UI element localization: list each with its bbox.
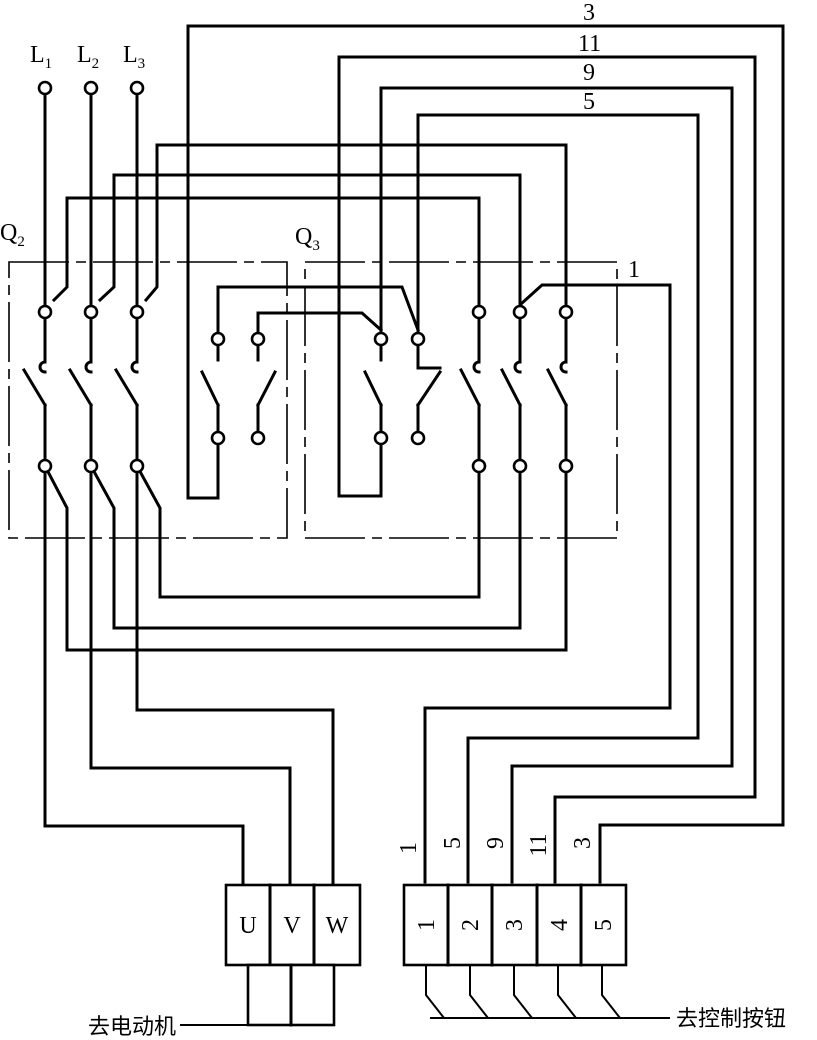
q2-frame <box>8 261 288 539</box>
control-wire-label-1: 1 <box>396 842 422 854</box>
terminal <box>129 304 145 320</box>
terminal-l2 <box>83 80 99 96</box>
aux-link-b <box>256 311 384 341</box>
label-l1: L1 <box>30 42 52 72</box>
wire-5 <box>416 113 700 884</box>
control-caption: 去控制按钮 <box>676 1007 786 1032</box>
motor-terminal-w: W <box>326 913 349 939</box>
blade-q3-2 <box>499 367 523 408</box>
control-terminal-block <box>402 883 670 1019</box>
arc-q3-2 <box>513 360 522 374</box>
motor-terminal-block <box>180 883 362 1027</box>
label-l3: L3 <box>123 42 145 72</box>
arc-q3-1 <box>472 360 481 374</box>
label-q2: Q2 <box>0 220 25 250</box>
terminal <box>410 331 426 347</box>
wire-9 <box>379 86 734 884</box>
motor-terminal-v: V <box>283 913 301 939</box>
terminal <box>471 304 487 320</box>
q3-aux-2-top <box>416 337 442 370</box>
arc-q3-3 <box>559 360 568 374</box>
wire-number-9: 9 <box>583 60 595 86</box>
terminal <box>558 458 574 474</box>
control-wire-label-3: 3 <box>570 837 596 849</box>
terminal <box>373 430 389 446</box>
label-q3: Q3 <box>295 224 320 254</box>
control-lead <box>513 965 533 1019</box>
terminal <box>210 430 226 446</box>
branch-l1 <box>51 196 481 314</box>
q2-out-1 <box>42 463 568 652</box>
motor-feed-v <box>89 464 292 887</box>
aux-link-a <box>216 285 420 341</box>
q2-out-3 <box>134 463 481 599</box>
terminal <box>410 430 426 446</box>
terminal-l1 <box>37 80 53 96</box>
control-terminal-5: 5 <box>591 919 617 931</box>
wire-number-1: 1 <box>628 257 640 283</box>
control-wire-label-9: 9 <box>483 837 509 849</box>
blade-q2-2 <box>67 367 94 408</box>
control-terminal-2: 2 <box>458 919 484 931</box>
terminal <box>129 458 145 474</box>
terminal <box>471 458 487 474</box>
motor-caption: 去电动机 <box>88 1015 176 1040</box>
q3-frame <box>304 261 618 539</box>
terminal <box>512 458 528 474</box>
blade-q2-1 <box>21 367 48 408</box>
branch-l3 <box>143 143 568 314</box>
motor-terminal-u: U <box>239 913 256 939</box>
control-lead <box>469 965 489 1019</box>
wire-3-route <box>186 24 785 884</box>
blade-q2-3 <box>113 367 140 408</box>
motor-feed-w <box>135 464 335 887</box>
blade-q2-aux-1 <box>199 369 221 408</box>
control-wire-label-5: 5 <box>440 837 466 849</box>
control-lead <box>425 965 445 1019</box>
arc-q2-2 <box>84 360 93 374</box>
wire-3 <box>186 436 220 500</box>
terminal <box>250 430 266 446</box>
terminal <box>37 458 53 474</box>
arc-q2-1 <box>38 360 47 374</box>
terminal-l3 <box>129 80 145 96</box>
blade-q3-aux-1 <box>362 369 384 408</box>
blade-q3-3 <box>545 367 569 408</box>
label-l2: L2 <box>77 42 99 72</box>
q2-out-2 <box>88 463 522 630</box>
control-lead <box>557 965 577 1019</box>
wire-number-11: 11 <box>578 31 601 57</box>
motor-block-frame <box>224 883 362 967</box>
control-terminal-1: 1 <box>414 919 440 931</box>
blade-q3-1 <box>458 367 482 408</box>
wire-1 <box>423 283 672 884</box>
terminal <box>210 331 226 347</box>
branch-l2 <box>97 173 522 314</box>
wiring <box>21 24 785 887</box>
control-wire-label-11: 11 <box>526 833 552 856</box>
terminal <box>558 304 574 320</box>
wire-number-5: 5 <box>583 89 595 115</box>
terminal <box>512 304 528 320</box>
wire-number-3: 3 <box>583 0 595 26</box>
wire-11-route <box>337 55 757 884</box>
terminal <box>83 304 99 320</box>
terminal <box>373 331 389 347</box>
motor-feed-u <box>43 464 245 887</box>
terminal <box>83 458 99 474</box>
blade-q2-aux-2 <box>255 369 278 408</box>
terminals <box>37 80 574 474</box>
control-block-frame <box>402 883 628 967</box>
terminal <box>37 304 53 320</box>
control-terminal-3: 3 <box>502 919 528 931</box>
terminal <box>250 331 266 347</box>
wire-11 <box>337 436 383 498</box>
control-terminal-4: 4 <box>547 919 573 931</box>
control-lead <box>601 965 621 1019</box>
arc-q2-3 <box>130 360 139 374</box>
blade-q3-aux-2 <box>415 369 443 408</box>
